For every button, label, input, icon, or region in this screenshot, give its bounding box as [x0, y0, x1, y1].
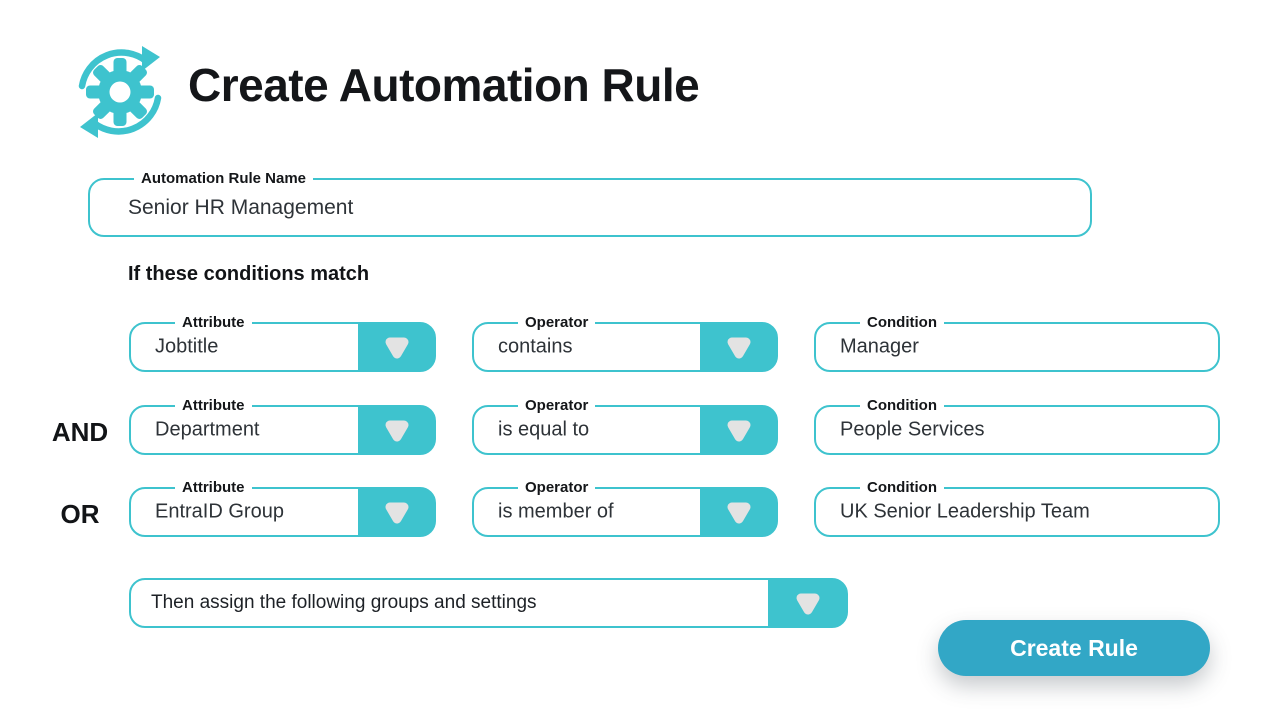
create-rule-button[interactable]: Create Rule — [938, 620, 1210, 676]
attribute-value: Department — [155, 418, 260, 441]
dropdown-arrow-icon — [385, 420, 409, 442]
attribute-dropdown-button-row2[interactable] — [358, 405, 436, 455]
logic-operator-and: AND — [51, 417, 109, 447]
assign-groups-dropdown-text: Then assign the following groups and set… — [151, 592, 537, 613]
conditions-heading: If these conditions match — [128, 263, 370, 285]
operator-select-row1[interactable]: Operator contains — [472, 313, 778, 372]
dropdown-arrow-icon — [796, 593, 820, 615]
attribute-value: Jobtitle — [155, 335, 219, 358]
dropdown-arrow-icon — [727, 420, 751, 442]
assign-groups-dropdown[interactable]: Then assign the following groups and set… — [129, 578, 848, 628]
condition-label: Condition — [860, 313, 944, 333]
attribute-label: Attribute — [175, 313, 252, 333]
operator-value: is equal to — [498, 418, 590, 441]
condition-label: Condition — [860, 478, 944, 498]
gear-sync-icon — [70, 36, 170, 144]
operator-dropdown-button-row1[interactable] — [700, 322, 778, 372]
automation-rule-name-value: Senior HR Management — [128, 195, 354, 219]
logic-operator-or: OR — [60, 499, 100, 529]
operator-value: is member of — [498, 500, 614, 523]
condition-value: People Services — [840, 418, 985, 441]
assign-dropdown-button[interactable] — [768, 578, 848, 628]
dropdown-arrow-icon — [385, 502, 409, 524]
attribute-select-row1[interactable]: Attribute Jobtitle — [129, 313, 436, 372]
operator-value: contains — [498, 335, 573, 358]
attribute-select-row3[interactable]: Attribute EntraID Group — [129, 478, 436, 537]
automation-rule-name-label: Automation Rule Name — [134, 169, 314, 189]
attribute-label: Attribute — [175, 396, 252, 416]
operator-label: Operator — [518, 313, 596, 333]
dropdown-arrow-icon — [727, 502, 751, 524]
page-title: Create Automation Rule — [188, 59, 700, 111]
automation-rule-name-input[interactable]: Automation Rule Name Senior HR Managemen… — [88, 169, 1092, 237]
attribute-dropdown-button-row1[interactable] — [358, 322, 436, 372]
condition-input-row3[interactable]: Condition UK Senior Leadership Team — [814, 478, 1220, 537]
attribute-value: EntraID Group — [155, 500, 284, 523]
attribute-label: Attribute — [175, 478, 252, 498]
operator-dropdown-button-row3[interactable] — [700, 487, 778, 537]
condition-label: Condition — [860, 396, 944, 416]
operator-label: Operator — [518, 396, 596, 416]
operator-label: Operator — [518, 478, 596, 498]
operator-select-row3[interactable]: Operator is member of — [472, 478, 778, 537]
condition-input-row1[interactable]: Condition Manager — [814, 313, 1220, 372]
dropdown-arrow-icon — [385, 337, 409, 359]
attribute-select-row2[interactable]: Attribute Department — [129, 396, 436, 455]
dropdown-arrow-icon — [727, 337, 751, 359]
condition-value: UK Senior Leadership Team — [840, 500, 1090, 523]
operator-select-row2[interactable]: Operator is equal to — [472, 396, 778, 455]
attribute-dropdown-button-row3[interactable] — [358, 487, 436, 537]
condition-input-row2[interactable]: Condition People Services — [814, 396, 1220, 455]
operator-dropdown-button-row2[interactable] — [700, 405, 778, 455]
condition-value: Manager — [840, 335, 919, 358]
